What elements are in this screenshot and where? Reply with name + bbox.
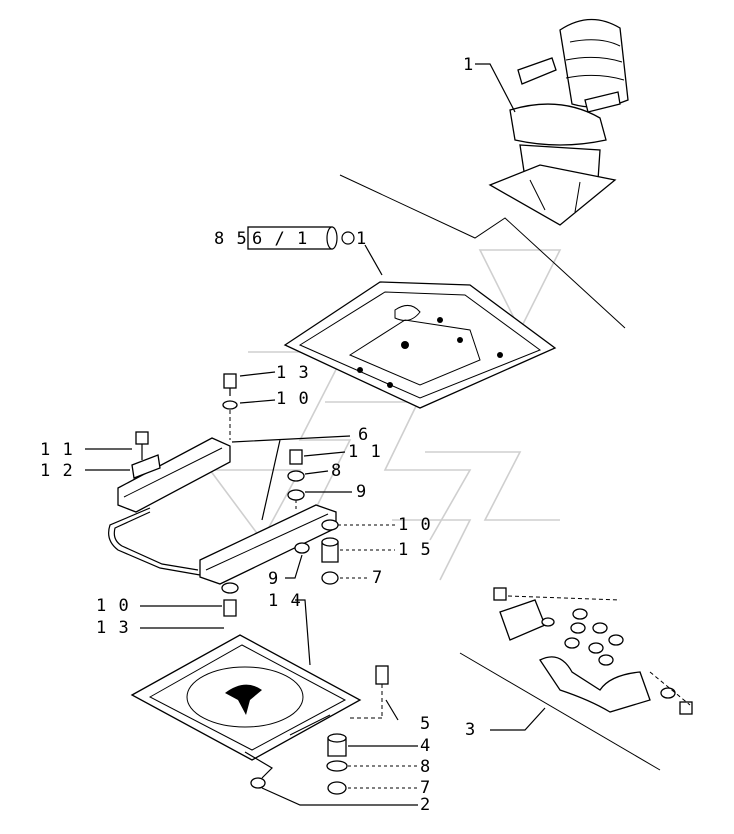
- callout-spacer-plate: 4: [420, 736, 431, 756]
- callout-screw-plate: 5: [420, 714, 431, 734]
- callout-bush-plate: 7: [420, 778, 431, 798]
- leader-screw-plate: [385, 699, 399, 721]
- leader-washer-left-low: [285, 554, 303, 579]
- leader-bolt-mid: [303, 451, 346, 457]
- callout-screw-bottom-left: 1 3: [96, 618, 130, 638]
- reference-prefix: 8 5: [214, 229, 248, 249]
- section-divider-belt: [459, 652, 661, 771]
- bracket-part: [131, 431, 161, 479]
- leader-seat: [475, 63, 516, 113]
- seat-illustration: [488, 18, 629, 226]
- middle-fastener-stack: [287, 449, 305, 510]
- callout-washer-right: 1 0: [398, 515, 432, 535]
- leader-nut-mid: [304, 470, 329, 475]
- handle-part: [244, 751, 273, 789]
- leader-screw-top: [239, 371, 276, 377]
- swivel-plate-part: [130, 634, 362, 761]
- section-divider-top: [339, 174, 626, 329]
- bottom-left-fasteners: [221, 582, 239, 617]
- leader-rail: [231, 435, 351, 521]
- callout-washer-bottom-left: 1 0: [96, 596, 130, 616]
- callout-handle: 2: [420, 795, 431, 815]
- callout-bracket-screw: 1 1: [40, 440, 74, 460]
- screw-top-part: [222, 373, 238, 440]
- callout-bolt-mid: 1 1: [348, 442, 382, 462]
- callout-swivel-plate: 1 4: [268, 591, 302, 611]
- reference-tag: 8 5 6 / 1 1: [214, 226, 383, 276]
- reference-suffix: 1: [356, 229, 367, 249]
- seat-rails: [108, 437, 337, 585]
- callout-washer-mid: 9: [356, 482, 367, 502]
- seat-base-plate: [283, 281, 557, 409]
- callout-rail: 6: [358, 425, 369, 445]
- callout-seat: 1: [463, 55, 474, 75]
- callout-washer-plate: 8: [420, 757, 431, 777]
- callout-washer-left-low: 9: [268, 569, 279, 589]
- callout-washer-top: 1 0: [276, 389, 310, 409]
- leader-belt-assembly: [490, 707, 546, 731]
- leader-swivel-plate: [295, 599, 311, 666]
- callout-bracket: 1 2: [40, 461, 74, 481]
- seat-belt-assembly: [493, 587, 693, 715]
- right-fastener-stack: [321, 519, 339, 585]
- callout-spacer-right: 1 5: [398, 540, 432, 560]
- callout-bush-right: 7: [372, 568, 383, 588]
- callout-belt-assembly: 3: [465, 720, 476, 740]
- callout-nut-mid: 8: [331, 461, 342, 481]
- reference-box-text: 6 / 1: [252, 229, 308, 249]
- washer-left-low-part: [294, 542, 310, 554]
- leader-washer-top: [239, 399, 276, 404]
- callout-screw-top: 1 3: [276, 363, 310, 383]
- plate-fastener-stack: [326, 665, 389, 795]
- leader-handle: [261, 787, 418, 806]
